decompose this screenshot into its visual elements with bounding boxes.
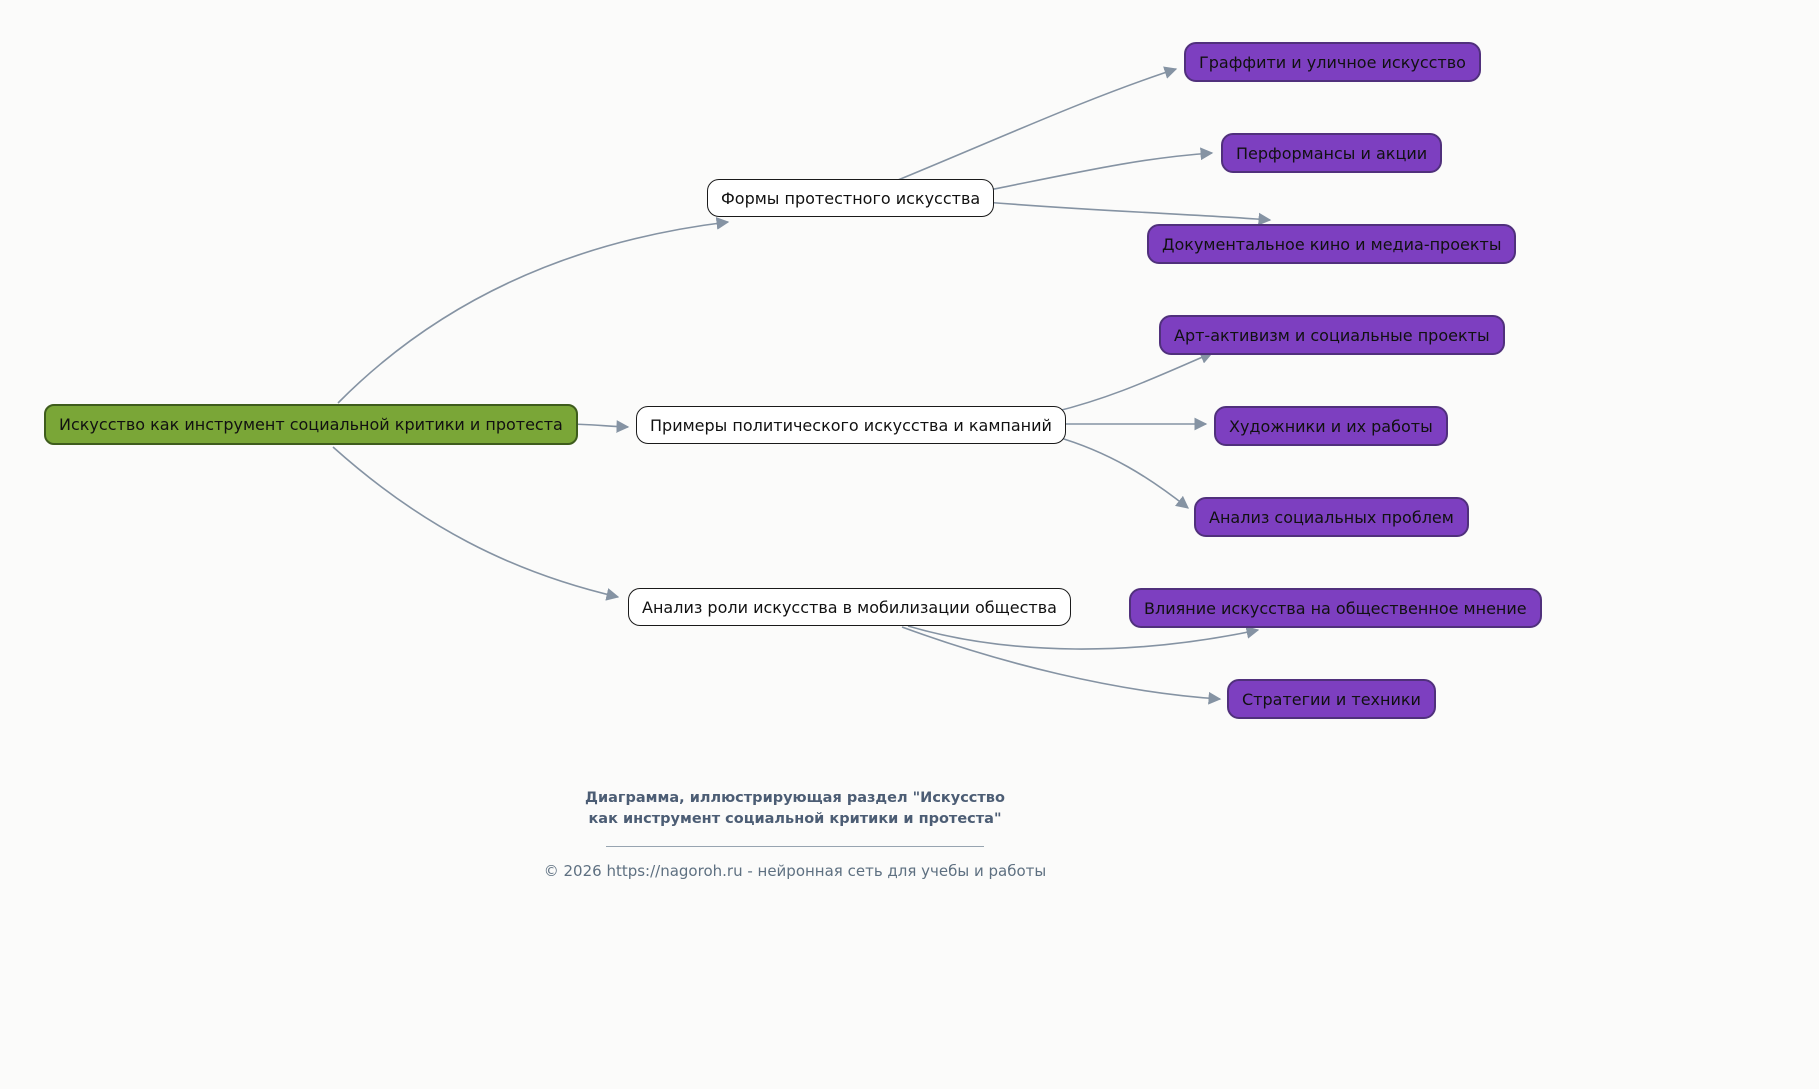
node-branch-forms: Формы протестного искусства [707,179,995,217]
edge-forms-performance [983,147,1214,192]
node-leaf-performance: Перформансы и акции [1221,133,1443,173]
diagram-caption: Диаграмма, иллюстрирующая раздел "Искусс… [495,788,1095,830]
node-leaf-strategies: Стратегии и техники [1227,679,1436,719]
caption-line-2: как инструмент социальной критики и прот… [588,811,1002,828]
footer: Диаграмма, иллюстрирующая раздел "Искусс… [495,788,1095,880]
edge-root-forms [337,217,730,404]
edge-root-analysis [332,446,620,601]
node-leaf-artactivism: Арт-активизм и социальные проекты [1159,315,1505,355]
node-leaf-graffiti: Граффити и уличное искусство [1184,42,1481,82]
edge-examples-artactivism [1053,351,1214,413]
node-leaf-documentary: Документальное кино и медиа-проекты [1147,224,1517,264]
edge-analysis-strategies [901,626,1222,705]
node-branch-analysis: Анализ роли искусства в мобилизации обще… [628,588,1071,626]
node-leaf-influence: Влияние искусства на общественное мнение [1129,588,1542,628]
caption-line-1: Диаграмма, иллюстрирующая раздел "Искусс… [585,790,1005,806]
node-leaf-artists: Художники и их работы [1214,406,1448,446]
node-root: Искусство как инструмент социальной крит… [44,404,578,445]
edge-examples-problems [1053,435,1190,509]
edge-analysis-influence [907,625,1260,650]
edge-forms-documentary [983,201,1272,226]
footer-divider [606,846,984,848]
node-branch-examples: Примеры политического искусства и кампан… [636,406,1066,444]
edge-forms-graffiti [897,66,1178,181]
copyright-text: © 2026 https://nagoroh.ru - нейронная се… [543,862,1047,881]
node-leaf-problems: Анализ социальных проблем [1194,497,1469,537]
